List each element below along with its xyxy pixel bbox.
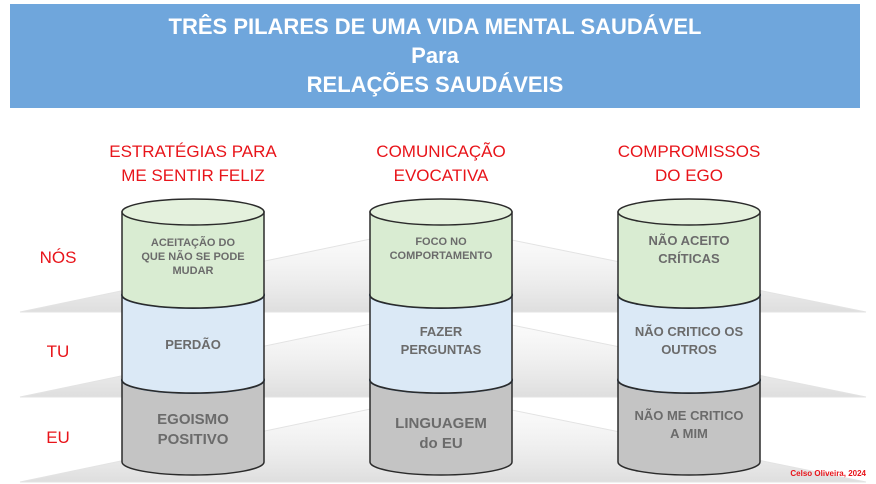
column-heading-2: COMUNICAÇÃO EVOCATIVA: [376, 142, 506, 185]
pillar-2-bottom-text: LINGUAGEM do EU: [395, 415, 487, 452]
pillar-1-bottom-text: EGOISMO POSITIVO: [157, 411, 229, 448]
title-line-1: TRÊS PILARES DE UMA VIDA MENTAL SAUDÁVEL: [168, 14, 702, 39]
pillar-3-top-segment: [617, 211, 761, 309]
column-heading-1: ESTRATÉGIAS PARA ME SENTIR FELIZ: [109, 142, 277, 185]
title-line-3: RELAÇÕES SAUDÁVEIS: [306, 72, 564, 97]
pillar-3-mid-segment: [617, 294, 761, 394]
pillar-3-bottom-text: NÃO ME CRITICO A MIM: [634, 408, 744, 441]
pillar-3: [617, 198, 761, 476]
pillar-1-bottom-segment: [121, 379, 265, 476]
row-label-eu: EU: [46, 428, 70, 447]
pillar-2-mid-text: FAZER PERGUNTAS: [400, 324, 482, 357]
pillar-1-mid-segment: [121, 294, 265, 394]
pillar-1: [121, 198, 265, 476]
pillar-1-top-text: ACEITAÇÃO DO QUE NÃO SE PODE MUDAR: [141, 237, 245, 277]
pillar-2-top-text: FOCO NO COMPORTAMENTO: [389, 236, 493, 262]
pillar-3-bottom-segment: [617, 379, 761, 476]
row-label-tu: TU: [46, 342, 70, 361]
pillar-3-mid-text: NÃO CRITICO OS OUTROS: [634, 324, 744, 357]
pillar-2: [369, 198, 513, 476]
pillar-2-top-segment: [369, 211, 513, 309]
pillar-2-mid-segment: [369, 294, 513, 394]
pillar-2-bottom-segment: [369, 379, 513, 476]
pillar-3-top-text: NÃO ACEITO CRÍTICAS: [648, 233, 730, 266]
title-line-2: Para: [411, 43, 459, 68]
column-heading-3: COMPROMISSOS DO EGO: [617, 142, 761, 185]
pillar-1-mid-text: PERDÃO: [165, 337, 221, 352]
pillar-1-top-segment: [121, 211, 265, 309]
title-banner: TRÊS PILARES DE UMA VIDA MENTAL SAUDÁVEL…: [10, 4, 860, 108]
author-credit: Celso Oliveira, 2024: [790, 469, 866, 478]
row-label-nos: NÓS: [39, 248, 77, 267]
